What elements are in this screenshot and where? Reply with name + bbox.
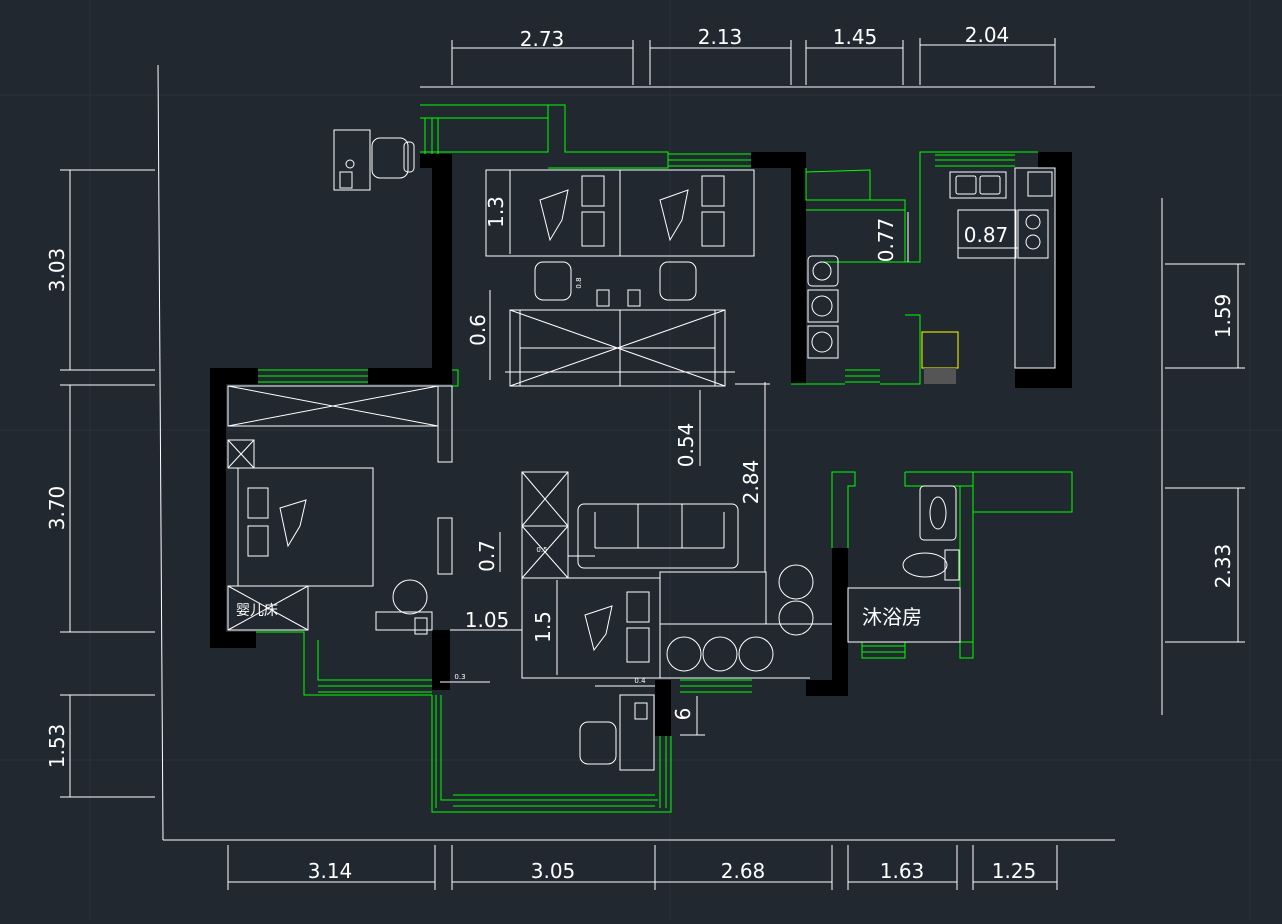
dim-left-3: 1.53	[45, 724, 69, 769]
top-dimensions: 2.73 2.13 1.45 2.04	[420, 23, 1095, 88]
dim-0-7: 0.7	[475, 540, 499, 572]
dim-0-5: 0.5	[536, 546, 547, 554]
dim-top-1: 2.73	[520, 27, 565, 51]
dim-0-54: 0.54	[674, 423, 698, 468]
shower-label: 沐浴房	[862, 605, 922, 629]
dim-bottom-3: 2.68	[721, 859, 766, 883]
crib-label: 婴儿床	[236, 603, 278, 619]
dim-0-4: 0.4	[634, 677, 646, 685]
dim-left-2: 3.70	[45, 486, 69, 531]
chair-icon	[659, 261, 697, 301]
side-desk	[619, 694, 655, 771]
lamp-icon	[627, 289, 641, 307]
dim-bottom-1: 3.14	[308, 859, 353, 883]
lamp-icon	[634, 702, 648, 720]
dim-0-3: 0.3	[454, 673, 465, 681]
dim-top-2: 2.13	[698, 25, 743, 49]
dim-bottom-2: 3.05	[531, 859, 576, 883]
dim-left-1: 3.03	[45, 248, 69, 293]
dim-1-05: 1.05	[465, 608, 510, 632]
chair-icon	[579, 721, 617, 765]
dim-2-84: 2.84	[739, 460, 763, 505]
lamp-icon	[339, 159, 355, 189]
dim-0-87: 0.87	[964, 223, 1009, 247]
dim-right-1: 1.59	[1211, 294, 1235, 339]
dim-right-2: 2.33	[1211, 544, 1235, 589]
dim-0-6: 0.6	[466, 314, 490, 346]
dim-top-3: 1.45	[833, 25, 878, 49]
bed-icon	[247, 175, 725, 663]
left-dimensions: 3.03 3.70 1.53	[45, 64, 164, 841]
dim-1-3: 1.3	[484, 196, 508, 228]
chair-icon	[371, 137, 415, 179]
right-dimensions: 1.59 2.33	[1161, 198, 1245, 715]
dim-bottom-5: 1.25	[992, 859, 1037, 883]
dim-top-4: 2.04	[965, 23, 1010, 47]
chair-icon	[534, 261, 572, 301]
bottom-dimensions: 3.14 3.05 2.68 1.63 1.25	[163, 839, 1115, 890]
dim-bottom-4: 1.63	[880, 859, 925, 883]
walls	[210, 152, 1072, 736]
lamp-icon	[414, 617, 428, 635]
inner-dimensions: 1.3 0.6 0.54 2.84 0.77 0.87 0.7 1.05 1.5…	[440, 170, 1018, 736]
side-desk	[333, 129, 371, 191]
dim-0-77: 0.77	[874, 218, 898, 263]
windows	[256, 104, 1073, 813]
lamp-icon	[596, 289, 610, 307]
dim-6: 6	[671, 708, 695, 721]
furniture	[227, 167, 1056, 679]
dim-1-5: 1.5	[531, 611, 555, 643]
dim-0-8: 0.8	[575, 277, 583, 288]
